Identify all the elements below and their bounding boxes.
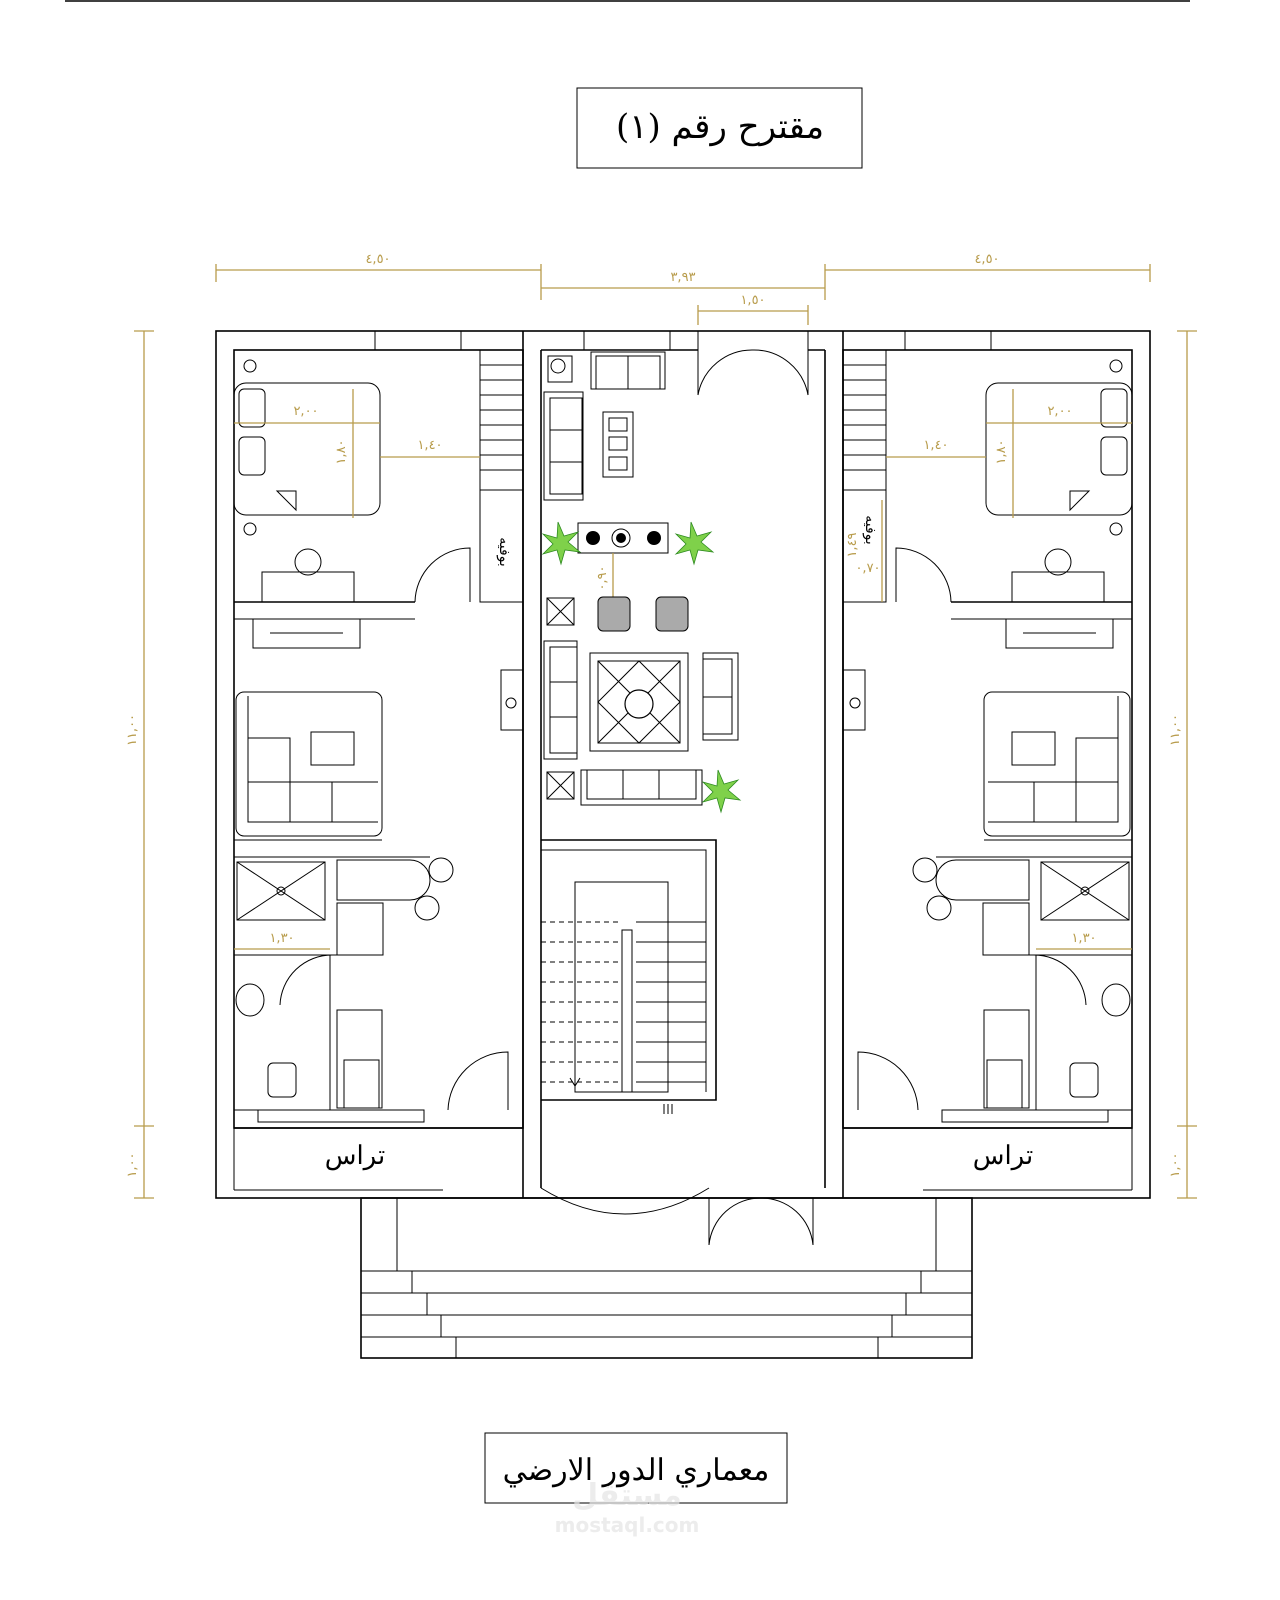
- subtitle-box: معماري الدور الارضي: [484, 1432, 788, 1504]
- dim-bed-left-length: ١,٨٠: [334, 439, 349, 464]
- dim-bed-left-clear: ١,٤٠: [417, 438, 442, 453]
- dim-bath-left: ١,٣٠: [269, 931, 294, 946]
- room-terrace-left: تراس: [325, 1141, 386, 1171]
- bed-left: [233, 382, 381, 516]
- dim-bed-right-width: ٢,٠٠: [1047, 404, 1072, 419]
- dim-left-height: ١١,٠٠: [125, 714, 140, 746]
- walls: [215, 330, 1151, 1246]
- right-unit: بوفيه ١,٤٩ ٠,٧٠ ٢,٠٠ ١,٨٠ ١,٤٠ ١,٣٠: [842, 349, 1133, 1171]
- plan-subtitle: معماري الدور الارضي: [503, 1453, 770, 1488]
- dim-entrance-door: ١,٥٠: [740, 293, 765, 308]
- dim-bed-right-clear: ١,٤٠: [923, 438, 948, 453]
- room-buffet-left: بوفيه: [496, 537, 512, 567]
- dim-right-height: ١١,٠٠: [1168, 714, 1183, 746]
- staircase: [541, 839, 717, 1114]
- room-terrace-right: تراس: [973, 1141, 1034, 1171]
- plan-title: مقترح رقم (١): [616, 107, 824, 147]
- room-buffet-right: بوفيه: [862, 515, 878, 545]
- watermark-url: mostaql.com: [555, 1513, 700, 1537]
- plant-icon: [674, 521, 715, 566]
- dim-left-unit-width: ٤,٥٠: [365, 252, 390, 267]
- dim-tv-clear: ٠,٩٠: [595, 565, 610, 590]
- dim-buffet-right-depth: ٠,٧٠: [855, 561, 880, 576]
- dim-bed-right-length: ١,٨٠: [994, 439, 1009, 464]
- title-box: مقترح رقم (١): [576, 87, 863, 169]
- top-dimensions: ٤,٥٠ ٣,٩٣ ٤,٥٠ ١,٥٠: [215, 252, 1151, 325]
- dim-right-terrace: ١,٠٠: [1168, 1152, 1183, 1177]
- living-furniture: ٠,٩٠: [541, 351, 742, 814]
- watermark-logo: مستقل: [572, 1478, 682, 1513]
- tv-unit: [577, 522, 669, 554]
- plant-icon: [541, 521, 582, 566]
- plant-icon: [701, 769, 742, 814]
- dim-bath-right: ١,٣٠: [1071, 931, 1096, 946]
- dim-buffet-right-len: ١,٤٩: [845, 532, 860, 557]
- dim-bed-left-width: ٢,٠٠: [293, 404, 318, 419]
- dim-center-width: ٣,٩٣: [670, 270, 695, 285]
- entrance-steps: [360, 1197, 973, 1359]
- bed-right: [985, 382, 1133, 516]
- dim-left-terrace: ١,٠٠: [125, 1152, 140, 1177]
- dim-right-unit-width: ٤,٥٠: [974, 252, 999, 267]
- left-unit: بوفيه ٢,٠٠ ١,٨٠ ١,٤٠ ١,٣٠ تراس: [233, 349, 524, 1171]
- side-dimensions: ١١,٠٠ ١,٠٠ ١١,٠٠ ١,٠٠: [125, 330, 1197, 1199]
- watermark: مستقل mostaql.com: [555, 1478, 700, 1537]
